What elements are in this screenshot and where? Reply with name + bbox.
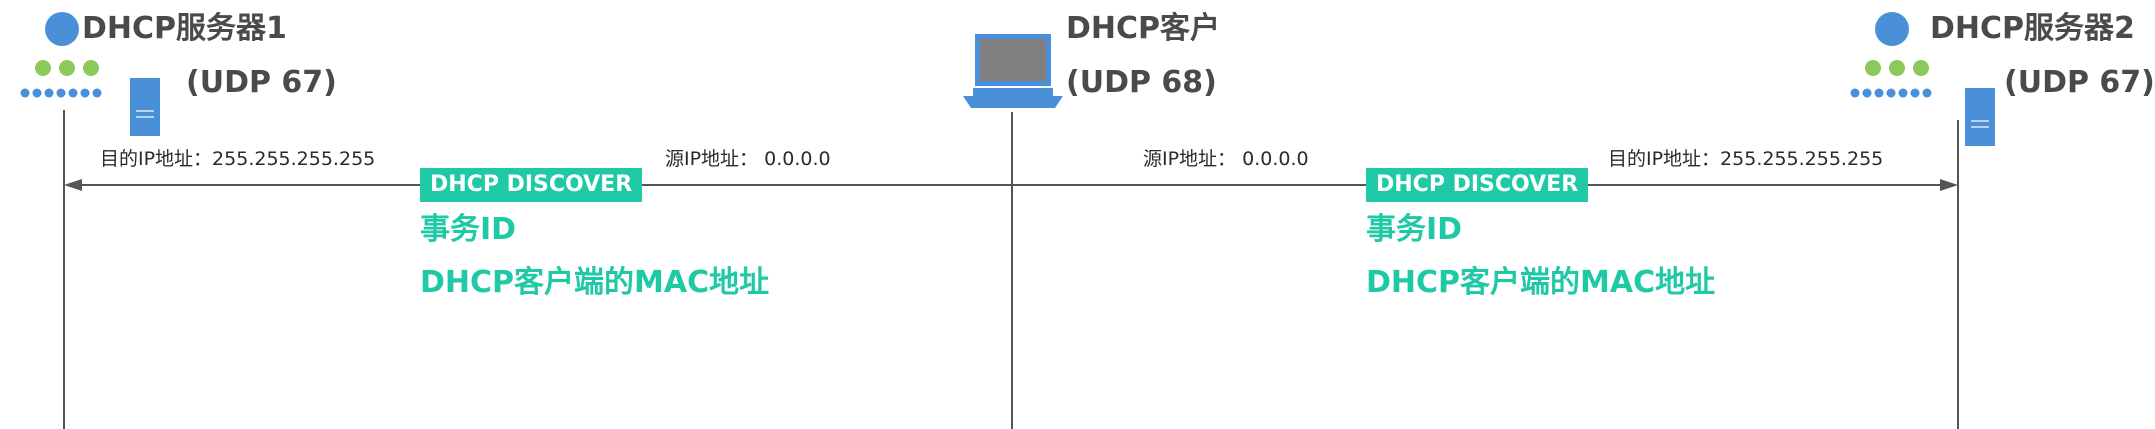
right-src-address: 源IP地址： 0.0.0.0 (1143, 148, 1309, 170)
server-icon (1850, 12, 1995, 146)
left-message-type-badge: DHCP DISCOVER (420, 168, 643, 202)
client-title: DHCP客户 (1066, 11, 1221, 46)
right-arrow-head (1940, 179, 1958, 191)
server1-title: DHCP服务器1 (82, 11, 287, 46)
left-dest-address: 目的IP地址：255.255.255.255 (100, 148, 376, 170)
left-arrow-head (64, 179, 82, 191)
left-src-address: 源IP地址： 0.0.0.0 (665, 148, 831, 170)
right-dest-address: 目的IP地址：255.255.255.255 (1608, 148, 1884, 170)
right-field-client-mac: DHCP客户端的MAC地址 (1366, 265, 1716, 300)
laptop-icon (963, 34, 1063, 108)
server2-port: (UDP 67) (2004, 65, 2155, 100)
right-message-type-badge: DHCP DISCOVER (1366, 168, 1589, 202)
server1-port: (UDP 67) (186, 65, 337, 100)
right-field-transaction-id: 事务ID (1366, 212, 1463, 247)
left-field-transaction-id: 事务ID (420, 212, 517, 247)
left-field-client-mac: DHCP客户端的MAC地址 (420, 265, 770, 300)
server-icon (20, 12, 160, 136)
server2-title: DHCP服务器2 (1930, 11, 2135, 46)
client-port: (UDP 68) (1066, 65, 1217, 100)
